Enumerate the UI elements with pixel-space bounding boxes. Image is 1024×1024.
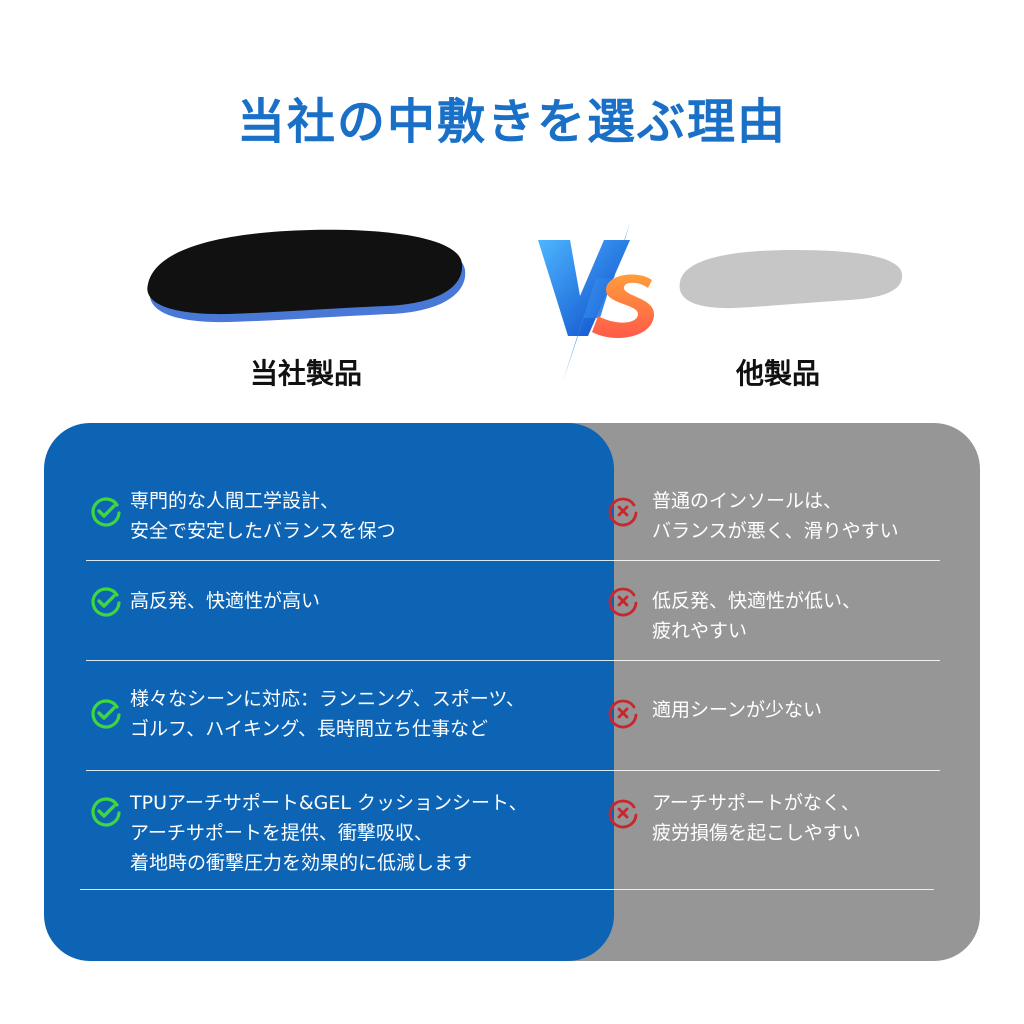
our-product-label: 当社製品 <box>249 357 362 390</box>
other-feature-text: 普通のインソールは、 バランスが悪く、滑りやすい <box>652 490 899 542</box>
our-feature-text: TPUアーチサポート&GEL クッションシート、 アーチサポートを提供、衝撃吸収… <box>130 792 528 874</box>
row-divider <box>86 770 940 771</box>
our-insole-image <box>147 229 466 323</box>
other-feature-text: 適用シーンが少ない <box>652 699 823 721</box>
cross-circle-icon <box>608 699 638 729</box>
our-product-panel <box>44 423 614 961</box>
cross-circle-icon <box>608 799 638 829</box>
page-title: 当社の中敷きを選ぶ理由 <box>236 94 787 150</box>
other-feature-text: アーチサポートがなく、 疲労損傷を起こしやすい <box>652 792 861 844</box>
other-product-label: 他製品 <box>735 357 820 390</box>
row-divider <box>80 889 934 890</box>
check-circle-icon <box>91 699 121 729</box>
our-feature-text: 様々なシーンに対応：ランニング、スポーツ、 ゴルフ、ハイキング、長時間立ち仕事な… <box>130 688 525 740</box>
row-divider <box>86 660 940 661</box>
other-feature-text: 低反発、快適性が低い、 疲れやすい <box>652 590 862 642</box>
cross-circle-icon <box>608 587 638 617</box>
our-feature-text: 専門的な人間工学設計、 安全で安定したバランスを保つ <box>130 490 396 542</box>
cross-circle-icon <box>608 497 638 527</box>
check-circle-icon <box>91 497 121 527</box>
check-circle-icon <box>91 797 121 827</box>
row-divider <box>86 560 940 561</box>
our-feature-text: 高反発、快適性が高い <box>130 590 321 612</box>
check-circle-icon <box>91 587 121 617</box>
other-product-panel <box>560 423 980 961</box>
vs-icon <box>538 222 654 384</box>
other-insole-image <box>679 250 903 309</box>
